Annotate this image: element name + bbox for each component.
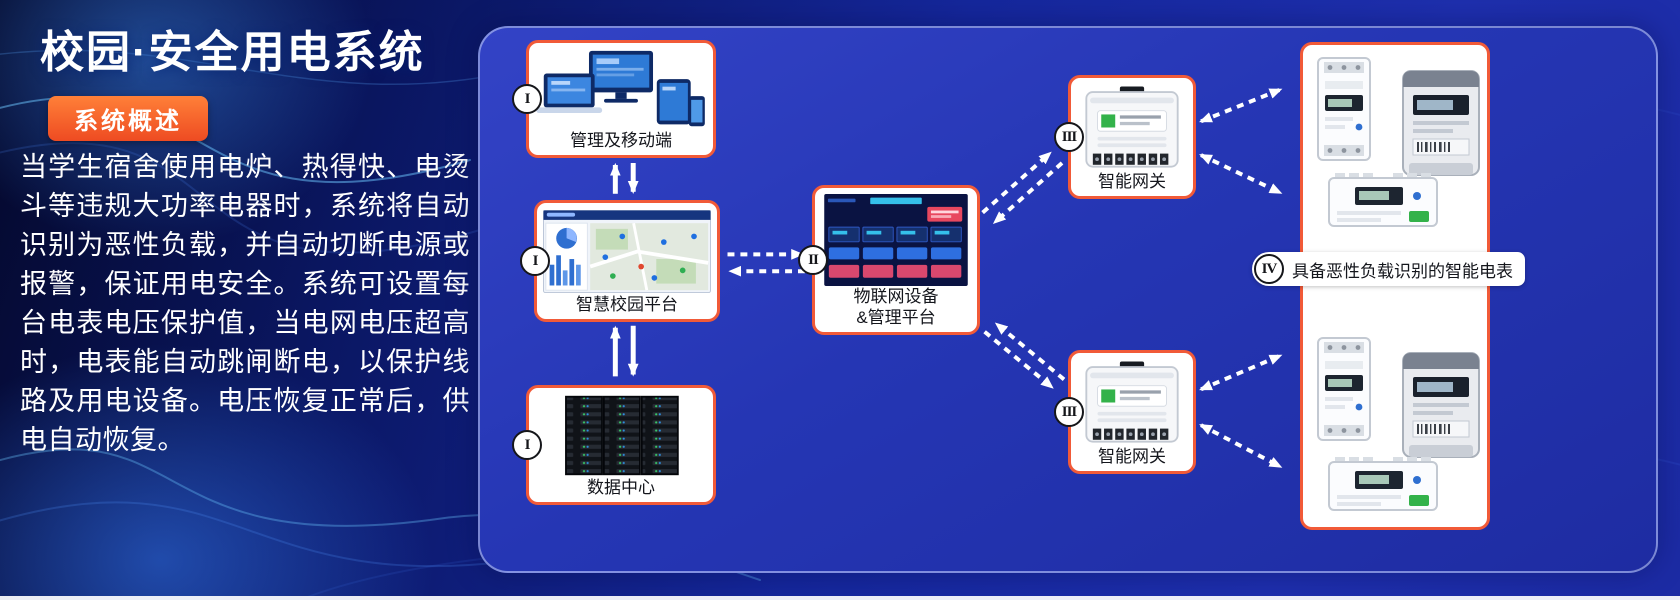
node-iot-platform: II [798,185,980,335]
din-meter-illustration [1317,337,1371,441]
system-description: 当学生宿舍使用电炉、热得快、电烫斗等违规大功率电器时，系统将自动识别为恶性负载，… [20,152,470,455]
slide-bottom-divider [0,596,1680,600]
rail-meter-illustration [1328,173,1438,227]
arrow-gateway-bottom-to-iot [994,322,1066,381]
gateway-device-illustration [1077,84,1187,171]
node-label-line1: 物联网设备 [853,287,939,306]
node-smart-gateway-top: III [1054,75,1196,199]
arrow-gateway-top-to-iot [992,161,1064,225]
dashboard-map-illustration [543,209,711,294]
node-smart-campus-platform: I [520,200,720,322]
arrow-iot-to-gateway-bottom [983,330,1054,389]
overview-badge: 系统概述 [48,96,208,141]
numeral-badge-1: I [512,430,542,460]
numeral-badge-3: III [1054,397,1084,427]
kwh-meter-illustration [1402,352,1480,458]
meters-caption: 具备恶性负载识别的智能电表 [1292,261,1513,281]
diagram-panel: I [478,26,1658,573]
din-meter-illustration [1317,57,1371,161]
node-label: 智慧校园平台 [576,295,678,314]
kwh-meter-illustration [1402,70,1480,176]
page-title: 校园·安全用电系统 [40,28,425,77]
node-label: 智能网关 [1098,447,1166,466]
meters-caption-strip: IV 具备恶性负载识别的智能电表 [1252,252,1525,286]
arrow-gateway-bottom-meter-upper [1199,353,1283,392]
server-racks-illustration [535,394,707,477]
node-label-line2: &管理平台 [856,308,936,327]
numeral-badge-4: IV [1254,254,1284,284]
node-label: 数据中心 [587,478,655,497]
node-data-center: I 数据中心 [512,385,716,505]
arrow-gateway-bottom-meter-lower [1199,423,1283,469]
node-management-mobile: I [512,40,716,158]
numeral-badge-1: I [512,84,542,114]
numeral-badge-3: III [1054,122,1084,152]
iot-dashboard-illustration [821,194,971,286]
node-smart-meters [1300,42,1490,530]
node-smart-gateway-bottom: III [1054,350,1196,474]
rail-meter-illustration [1328,457,1438,511]
node-label: 智能网关 [1098,172,1166,191]
node-label: 管理及移动端 [570,131,672,150]
numeral-badge-1: I [520,246,550,276]
arrow-iot-to-gateway-top [981,151,1052,215]
arrow-gateway-top-meter-lower [1199,153,1283,195]
gateway-device-illustration [1077,359,1187,446]
devices-illustration [535,49,707,130]
arrow-gateway-top-meter-upper [1199,87,1283,124]
numeral-badge-2: II [798,245,828,275]
